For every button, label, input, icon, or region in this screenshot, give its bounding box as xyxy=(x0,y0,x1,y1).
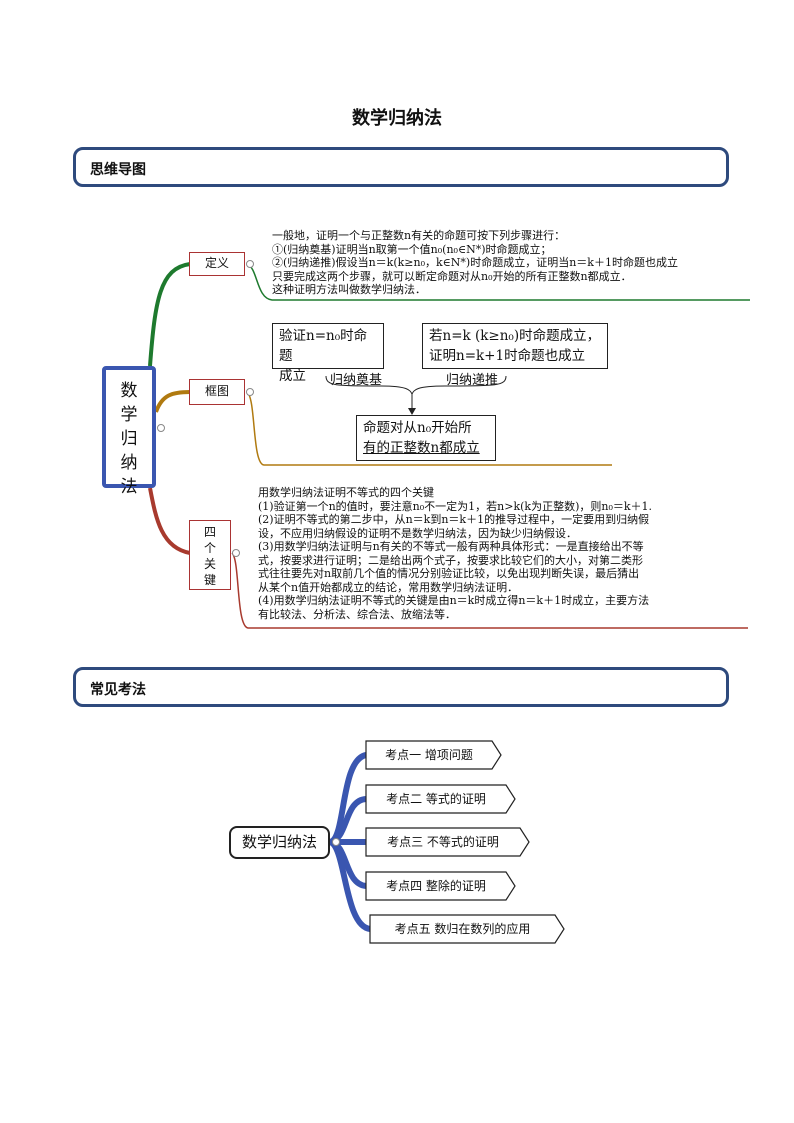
flow-box-conclusion: 命题对从n₀开始所 有的正整数n都成立 xyxy=(356,415,496,461)
exam-root: 数学归纳法 xyxy=(229,826,330,859)
collapse-dot-icon[interactable] xyxy=(157,424,165,432)
brace-label-step: 归纳递推 xyxy=(446,373,499,388)
text-line: 式往往要先对n取前几个值的情况分别验证比较，以免出现判断失误，最后猜出 xyxy=(258,567,640,580)
branch-label-char: 关 xyxy=(203,557,216,571)
exam-item-4: 考点四 整除的证明 xyxy=(366,871,515,901)
collapse-dot-icon[interactable] xyxy=(246,388,254,396)
flow-line: 命题对从n₀开始所 xyxy=(363,420,472,436)
branch-flowchart: 框图 xyxy=(189,379,245,405)
text-line: ①(归纳奠基)证明当n取第一个值n₀(n₀∈N*)时命题成立； xyxy=(272,242,552,256)
exam-item-label: 考点四 整除的证明 xyxy=(386,879,486,893)
text-line: 式，按要求进行证明；二是给出两个式子，按要求比较它们的大小，对第二类形 xyxy=(258,553,643,567)
definition-text: 一般地，证明一个与正整数n有关的命题可按下列步骤进行： ①(归纳奠基)证明当n取… xyxy=(272,229,678,297)
section-label: 思维导图 xyxy=(90,162,146,178)
branch-keys: 四 个 关 键 xyxy=(189,520,231,590)
branch-label-char: 键 xyxy=(203,573,216,587)
exam-item-label: 考点五 数归在数列的应用 xyxy=(394,922,531,936)
root-char: 数 xyxy=(120,381,138,401)
flow-line: 验证n=n₀时命题 xyxy=(279,328,368,364)
collapse-dot-icon[interactable] xyxy=(332,838,340,846)
flow-line: 证明n=k+1时命题也成立 xyxy=(429,348,586,364)
branch-definition: 定义 xyxy=(189,252,245,276)
text-line: (2)证明不等式的第二步中，从n＝k到n＝k＋1的推导过程中，一定要用到归纳假 xyxy=(258,513,650,526)
exam-item-5: 考点五 数归在数列的应用 xyxy=(370,914,564,944)
exam-item-label: 考点三 不等式的证明 xyxy=(387,835,499,849)
text-line: 一般地，证明一个与正整数n有关的命题可按下列步骤进行： xyxy=(272,229,566,242)
flow-line: 成立 xyxy=(279,368,306,384)
collapse-dot-icon[interactable] xyxy=(246,260,254,268)
text-line: (4)用数学归纳法证明不等式的关键是由n＝k时成立得n＝k＋1时成立，主要方法 xyxy=(258,594,650,607)
text-line: ②(归纳递推)假设当n＝k(k≥n₀，k∈N*)时命题成立，证明当n＝k＋1时命… xyxy=(272,256,678,269)
section-header-common: 常见考法 xyxy=(73,667,729,707)
page-title: 数学归纳法 xyxy=(352,108,442,129)
text-line: (1)验证第一个n的值时，要注意n₀不一定为1，若n>k(k为正整数)，则n₀＝… xyxy=(258,499,653,513)
text-line: 只要完成这两个步骤，就可以断定命题对从n₀开始的所有正整数n都成立． xyxy=(272,269,632,283)
mindmap-root: 数 学 归 纳 法 xyxy=(102,366,156,497)
branch-label-char: 四 xyxy=(203,525,216,539)
flow-box-base: 验证n=n₀时命题 成立 xyxy=(272,323,384,384)
root-char: 学 xyxy=(120,405,138,425)
collapse-dot-icon[interactable] xyxy=(232,549,240,557)
exam-item-1: 考点一 增项问题 xyxy=(366,740,501,770)
exam-item-label: 考点一 增项问题 xyxy=(385,748,473,762)
exam-item-label: 考点二 等式的证明 xyxy=(386,792,486,806)
exam-item-2: 考点二 等式的证明 xyxy=(366,784,515,814)
root-char: 归 xyxy=(120,429,138,449)
text-line: 有比较法、分析法、综合法、放缩法等． xyxy=(258,607,456,621)
text-line: 从某个n值开始都成立的结论，常用数学归纳法证明． xyxy=(258,580,519,594)
branch-label: 框图 xyxy=(204,384,229,398)
branch-label-char: 个 xyxy=(203,541,216,555)
flow-line: 若n=k (k≥n₀)时命题成立， xyxy=(429,328,601,344)
root-char: 纳 xyxy=(120,453,138,473)
brace-label-base: 归纳奠基 xyxy=(330,373,383,388)
text-line: (3)用数学归纳法证明与n有关的不等式一般有两种具体形式：一是直接给出不等 xyxy=(258,540,644,553)
section-header-mindmap: 思维导图 xyxy=(73,147,729,187)
exam-item-3: 考点三 不等式的证明 xyxy=(366,827,529,857)
root-char: 法 xyxy=(120,477,138,497)
text-line: 设，不应用归纳假设的证明不是数学归纳法，因为缺少归纳假设． xyxy=(258,526,577,540)
flow-line: 有的正整数n都成立 xyxy=(363,440,480,456)
branch-label: 定义 xyxy=(204,256,229,270)
text-line: 用数学归纳法证明不等式的四个关键 xyxy=(258,486,434,499)
section-label: 常见考法 xyxy=(90,682,146,698)
flow-box-step: 若n=k (k≥n₀)时命题成立， 证明n=k+1时命题也成立 xyxy=(422,323,608,369)
text-line: 这种证明方法叫做数学归纳法． xyxy=(272,283,426,296)
keys-text: 用数学归纳法证明不等式的四个关键 (1)验证第一个n的值时，要注意n₀不一定为1… xyxy=(258,486,652,621)
